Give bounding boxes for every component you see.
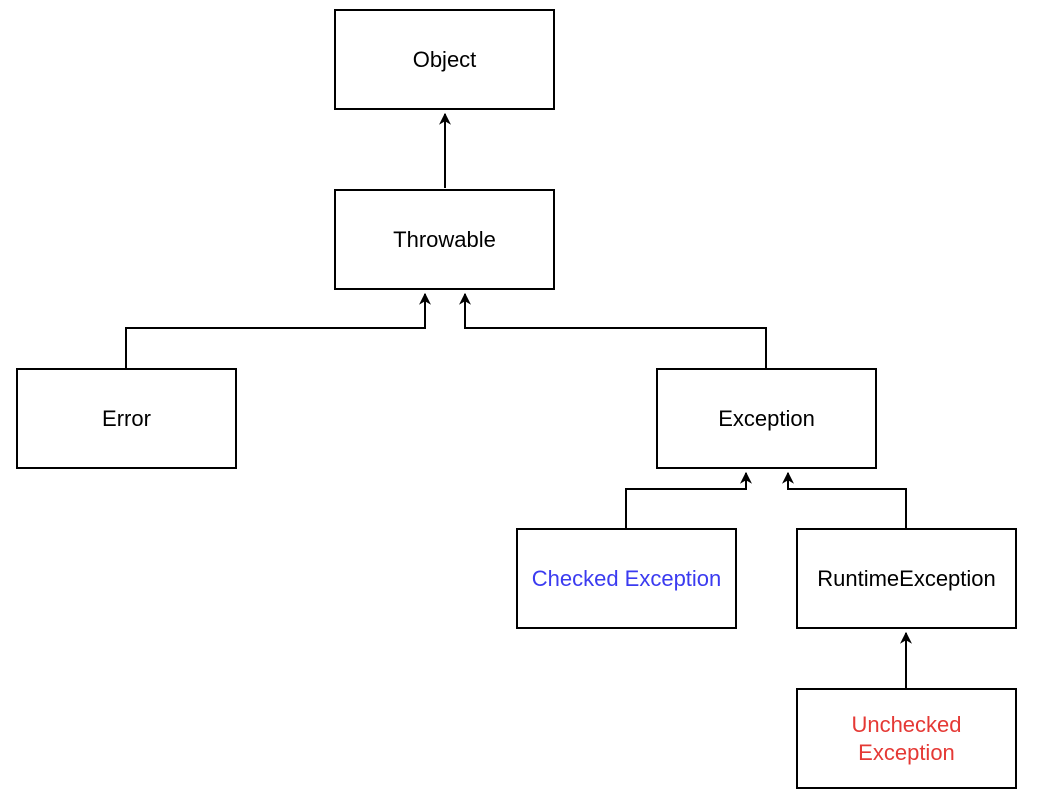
node-runtime-exception: RuntimeException bbox=[796, 528, 1017, 629]
node-checked-exception-label: Checked Exception bbox=[531, 565, 722, 591]
node-checked-exception: Checked Exception bbox=[516, 528, 737, 629]
connector-error-to-throwable bbox=[125, 292, 431, 368]
node-exception-label: Exception bbox=[718, 405, 815, 431]
node-error-label: Error bbox=[102, 405, 151, 431]
node-object-label: Object bbox=[412, 46, 477, 72]
connector-runtime-to-exception bbox=[782, 471, 907, 528]
node-object: Object bbox=[334, 9, 555, 110]
connector-checked-to-exception bbox=[625, 471, 752, 528]
node-unchecked-exception: Unchecked Exception bbox=[796, 688, 1017, 789]
node-exception: Exception bbox=[656, 368, 877, 469]
node-throwable: Throwable bbox=[334, 189, 555, 290]
node-error: Error bbox=[16, 368, 237, 469]
node-unchecked-exception-label: Unchecked Exception bbox=[851, 711, 962, 765]
connector-exception-to-throwable bbox=[459, 292, 767, 368]
node-throwable-label: Throwable bbox=[393, 226, 496, 252]
node-runtime-exception-label: RuntimeException bbox=[817, 565, 996, 591]
